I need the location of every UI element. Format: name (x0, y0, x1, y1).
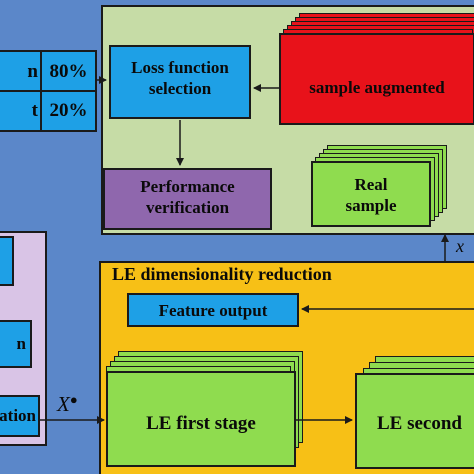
loss-function-box: Loss function selection (109, 45, 251, 119)
real-sample-box: Real sample (311, 161, 431, 227)
left-item-2: n (0, 320, 32, 368)
le-first-stage-box: LE first stage (106, 371, 296, 467)
left-item-3: ation (0, 395, 40, 437)
le-first-stage-label: LE first stage (146, 413, 256, 434)
sample-augmented-box: sample augmented (279, 33, 474, 125)
x-star-dot: ● (69, 392, 78, 407)
le-second-stage-label: LE second (377, 413, 462, 434)
x-star-label: X● (57, 392, 78, 417)
performance-label: Performance verification (140, 177, 235, 218)
split-table: n 80% t 20% (0, 50, 97, 132)
le-panel-title: LE dimensionality reduction (112, 264, 332, 284)
feature-output-box: Feature output (127, 293, 299, 327)
left-item-3-label: ation (0, 406, 36, 425)
split-row-1-label: n (27, 61, 38, 82)
loss-function-label: Loss function selection (131, 58, 229, 99)
left-item-2-label: n (16, 334, 26, 353)
performance-box: Performance verification (103, 168, 272, 230)
x-right-label: x (456, 236, 464, 256)
split-row-2-label: t (31, 100, 38, 121)
left-item-1: n (0, 236, 14, 286)
real-sample-label: Real sample (345, 175, 397, 216)
le-second-stage-box: LE second (355, 373, 474, 469)
sample-augmented-label: sample augmented (309, 78, 445, 97)
feature-output-label: Feature output (158, 301, 268, 320)
split-row-2-value: 20% (49, 100, 88, 121)
x-star-text: X (57, 392, 70, 416)
split-row-1-value: 80% (49, 61, 88, 82)
